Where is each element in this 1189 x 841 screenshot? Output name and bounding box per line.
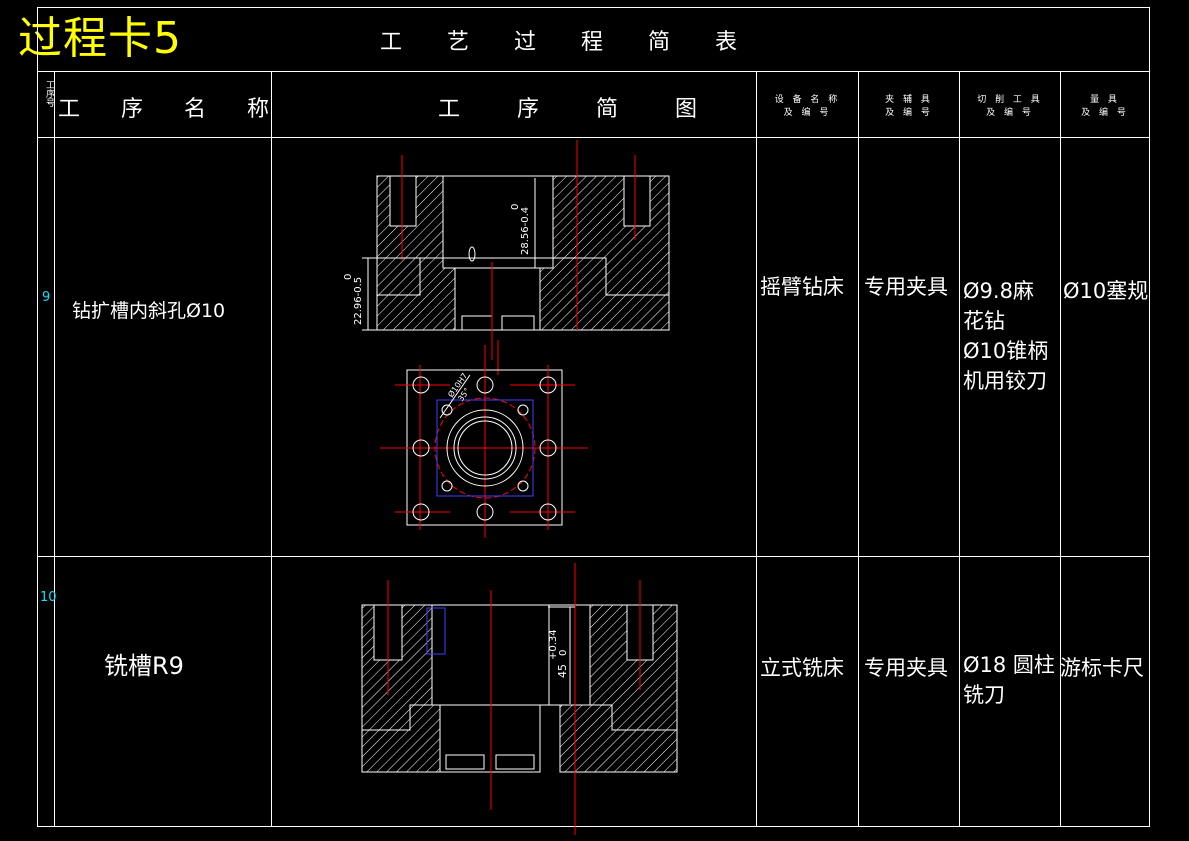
row9-op-no: 9 [42,290,51,305]
row9-top-view [380,345,588,538]
header-op-name-text: 工 序 名 称 [58,97,269,122]
row9-tool-line4: 机用铰刀 [963,369,1047,393]
row10-op-no: 10 [40,590,57,605]
card-title: 过程卡5 [18,13,182,64]
header-equipment-line2: 及 编 号 [783,108,832,118]
header-fixture-line2: 及 编 号 [885,108,933,118]
row9-dim-left-val: 22.96-0.5 [353,277,364,325]
row10-tool: Ø18 圆柱 铣刀 [963,650,1055,710]
header-cutting-tool-line1: 切 削 工 具 [977,95,1043,105]
header-equipment-line1: 设 备 名 称 [774,95,841,105]
row9-dimensions [362,178,536,331]
table-title-text: 工 艺 过 程 简 表 [380,30,737,55]
row9-op-name: 钻扩槽内斜孔Ø10 [72,300,226,322]
row9-tool-line1: Ø9.8麻 [963,279,1034,303]
header-fixture: 夹 辅 具 及 编 号 [859,94,959,120]
row10-tool-line1: Ø18 圆柱 [963,653,1055,677]
row10-center-lines [387,563,641,835]
header-gauge-line1: 量 具 [1090,95,1120,105]
table-title: 工 艺 过 程 简 表 [380,24,820,56]
header-sketch-text: 工 序 简 图 [438,97,697,122]
row10-tool-line2: 铣刀 [963,683,1005,707]
row9-gauge: Ø10塞规 [1063,279,1149,303]
header-gauge: 量 具 及 编 号 [1061,94,1149,120]
header-op-name: 工 序 名 称 [58,91,269,123]
row9-tool-line2: 花钻 [963,309,1005,333]
row10-op-name: 铣槽R9 [104,652,184,680]
header-op-no-text: 工序号 [44,80,54,107]
header-cutting-tool-line2: 及 编 号 [986,108,1034,118]
row9-center-lines [401,140,636,375]
row9-fixture: 专用夹具 [864,275,948,299]
row10-equipment: 立式铣床 [760,656,844,680]
header-fixture-line1: 夹 辅 具 [885,95,933,105]
row10-section-view [361,604,678,773]
header-op-no: 工序号 [38,80,54,107]
header-cutting-tool: 切 削 工 具 及 编 号 [960,94,1060,120]
row10-dim-value: 45 [556,664,569,678]
row9-dim-upper-tol: 0 [510,204,521,210]
row9-dim-upper-val: 28.56-0.4 [520,207,531,255]
header-gauge-line2: 及 编 号 [1081,108,1129,118]
row10-dim-lower-tol: 0 [558,650,569,656]
row9-dim-left-tol: 0 [343,274,354,280]
row10-gauge: 游标卡尺 [1060,656,1144,680]
row9-tool: Ø9.8麻 花钻 Ø10锥柄 机用铰刀 [963,276,1048,396]
row10-dim-upper-tol: +0.34 [548,629,559,660]
header-sketch: 工 序 简 图 [438,91,698,123]
row9-equipment: 摇臂钻床 [760,275,844,299]
row9-tool-line3: Ø10锥柄 [963,339,1049,363]
row10-dimensions [548,606,575,704]
row9-section-view [376,175,670,331]
header-equipment: 设 备 名 称 及 编 号 [757,94,858,120]
row10-fixture: 专用夹具 [864,656,948,680]
